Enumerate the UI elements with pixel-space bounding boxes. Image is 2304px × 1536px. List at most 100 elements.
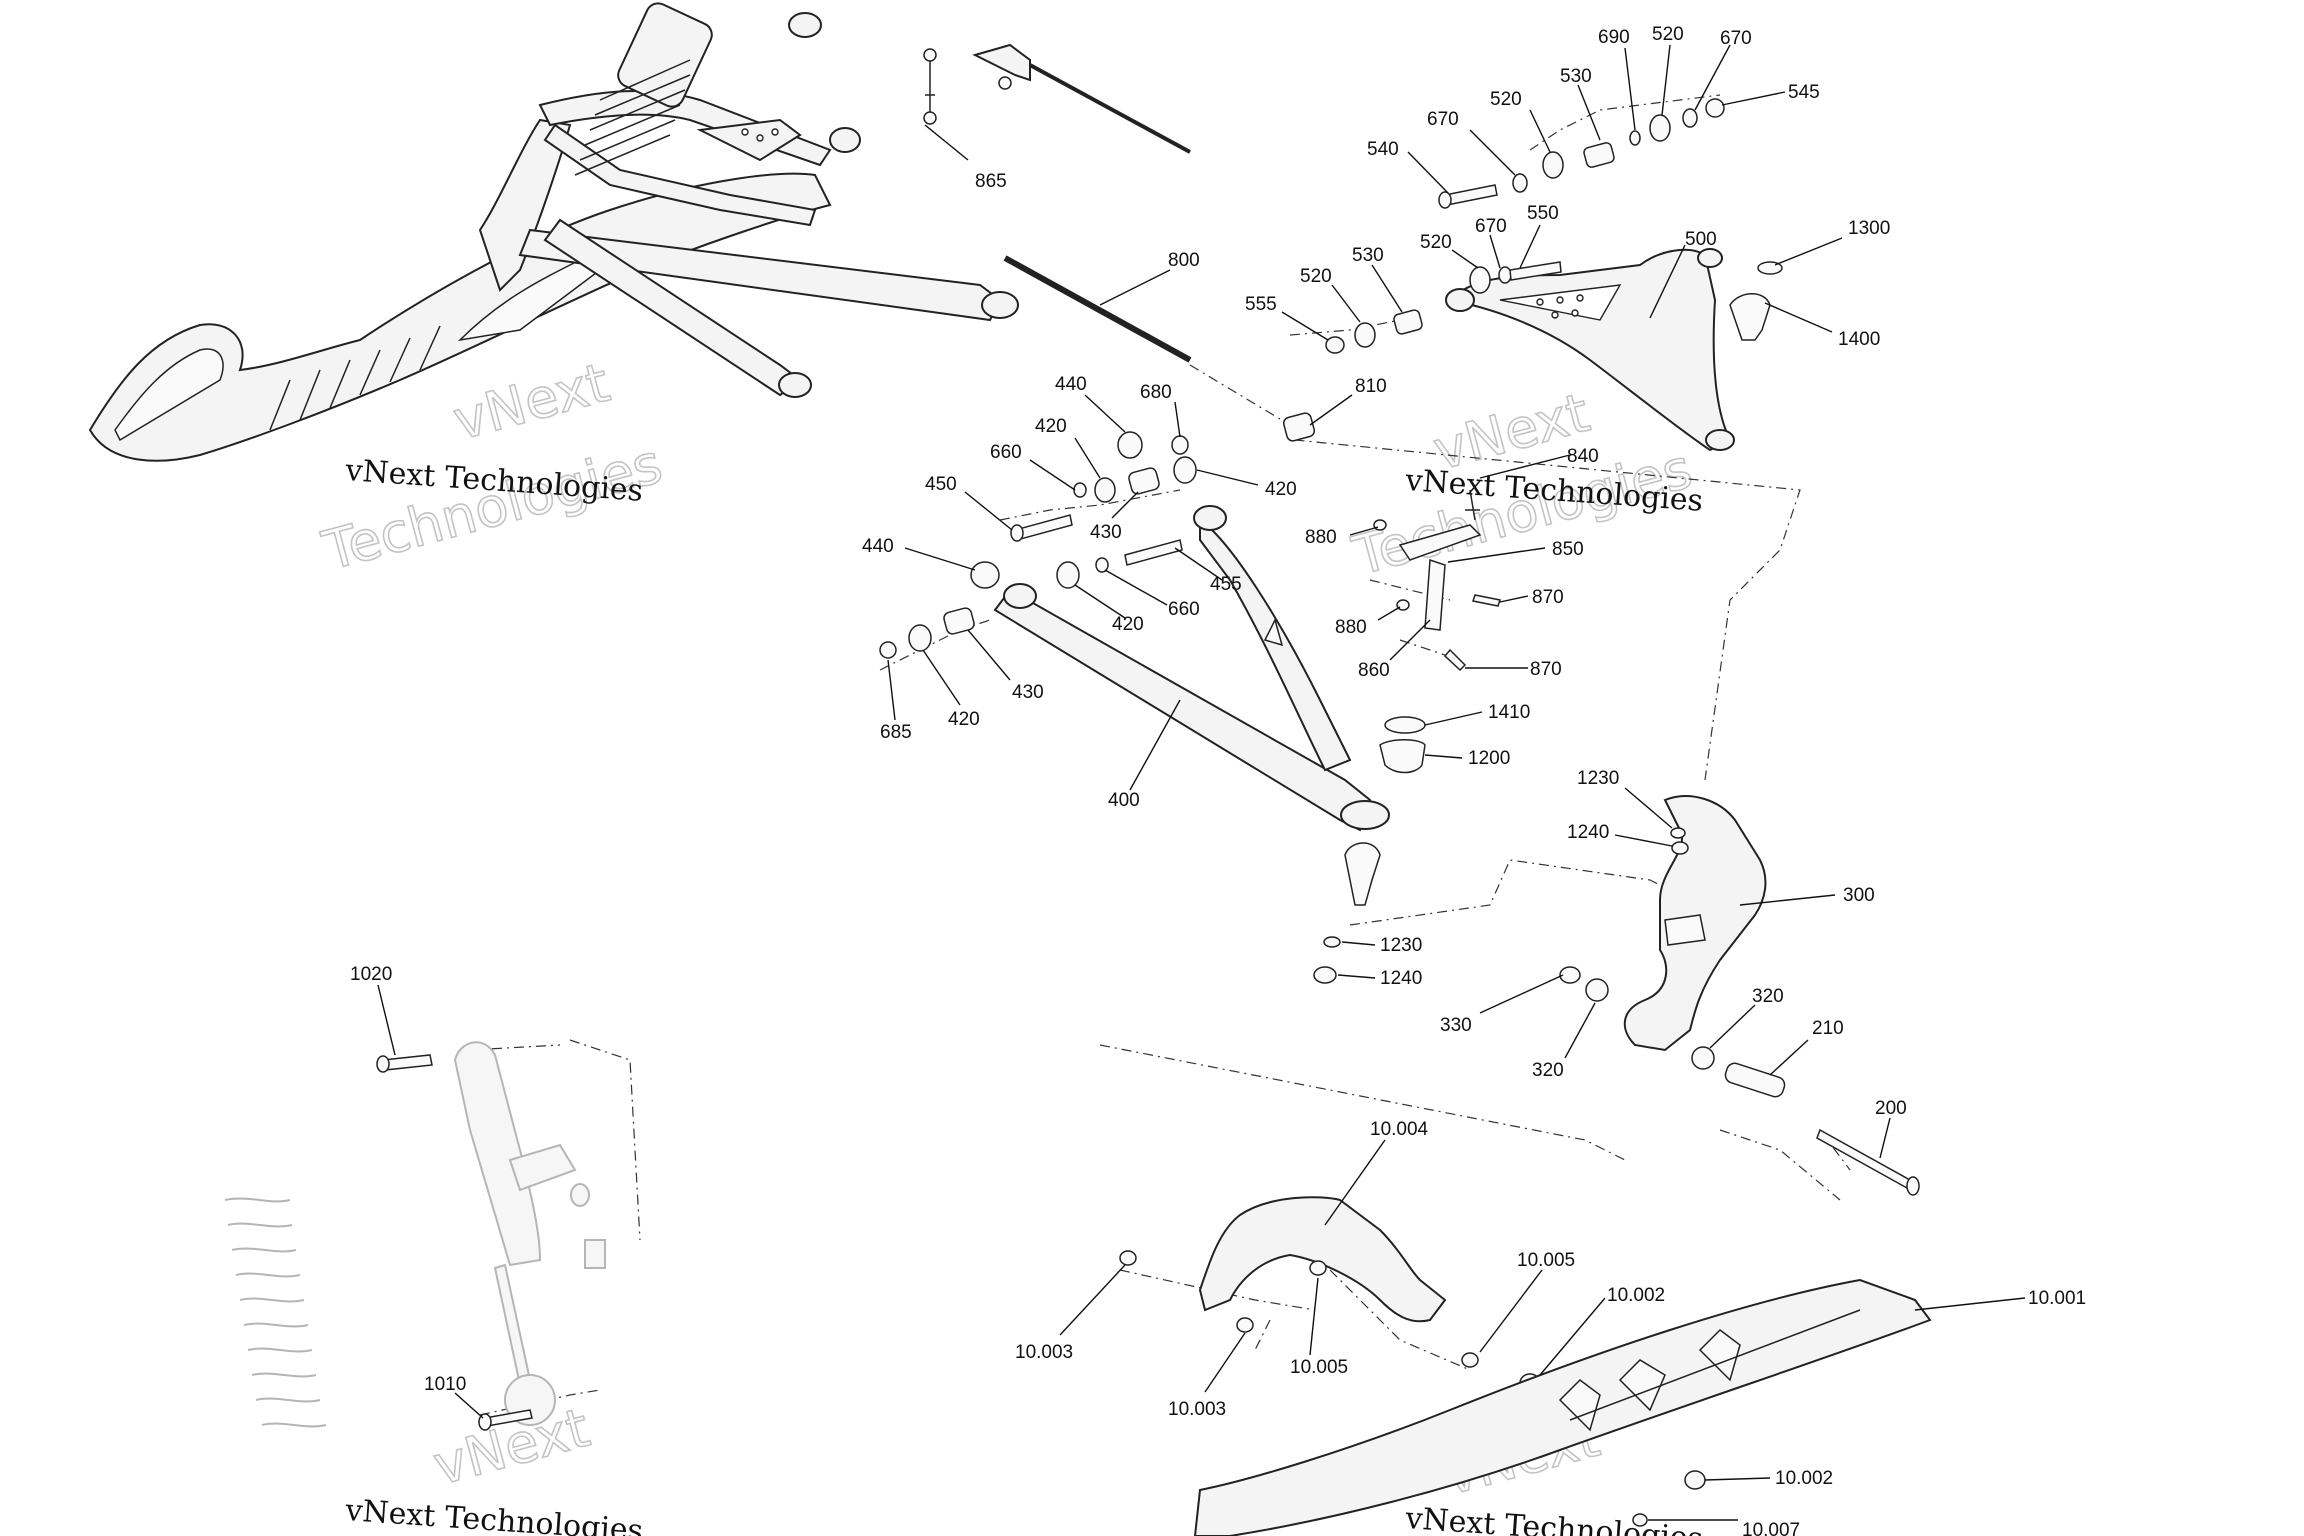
label-530a: 530 [1560,66,1592,87]
sleeve-430-bottom [943,607,975,635]
bracket-840 [1398,524,1482,561]
nut-880-top [1373,519,1387,531]
leader-865 [924,124,969,161]
coil-spring-ghost [224,1197,327,1428]
label-430b: 430 [1012,682,1044,703]
assembled-ski-ribs [269,325,441,431]
label-545: 545 [1788,82,1820,103]
bushing-420-mid [1056,561,1080,589]
bushing-10-002-b [1684,1470,1706,1490]
dash-shock-path [569,1039,641,1241]
clip-1410 [1384,716,1426,734]
leader-500 [1649,244,1686,319]
dash-10003b-path [1254,1319,1271,1351]
label-1020: 1020 [350,964,392,985]
bolt-200 [1816,1128,1911,1190]
bolt-550 [1509,261,1562,281]
label-430a: 430 [1090,522,1122,543]
leader-320b [1709,1004,1756,1049]
sleeve-430-top [1128,467,1160,495]
label-880b: 880 [1335,617,1367,638]
bushing-520-bottom-a [1354,322,1376,348]
upper-arm-rear-eye [1697,248,1723,268]
label-1230a: 1230 [1577,768,1619,789]
assembled-shock-top-mount [788,12,822,38]
bracket-840-stud [1465,489,1480,521]
leader-860 [1389,619,1431,661]
label-450: 450 [925,474,957,495]
assembled-lower-bushing-2 [778,372,812,398]
bolt-1020 [382,1054,433,1071]
leader-1010 [454,1392,484,1419]
leader-810 [1309,394,1353,426]
bolt-450-head [1010,524,1024,542]
label-10004: 10.004 [1370,1119,1429,1140]
watermark-outline-group: vNext Technologies vNext Technologies vN… [315,350,1699,1508]
leader-10002b [1704,1477,1771,1481]
label-520c: 520 [1420,232,1452,253]
leader-670c [1489,234,1501,269]
shock-rod-ghost [493,1263,532,1387]
lower-arm-group [879,431,1426,984]
leader-800 [1099,269,1171,306]
label-660b: 660 [1168,599,1200,620]
leader-690 [1624,47,1636,131]
label-500: 500 [1685,229,1717,250]
label-680: 680 [1140,382,1172,403]
leader-10003a [1059,1264,1126,1336]
ski-10-001-ribs [1558,1329,1741,1432]
ring-690 [1629,130,1641,146]
assembled-ski-tip [114,348,224,442]
label-540: 540 [1367,139,1399,160]
leader-200 [1879,1117,1891,1159]
nut-555 [1325,336,1345,354]
shock-body-ghost [453,1041,542,1267]
label-520d: 520 [1300,266,1332,287]
sway-arm-nut [998,76,1012,90]
bolt-200-head [1906,1176,1920,1196]
leader-400 [1129,699,1181,791]
label-10003b: 10.003 [1168,1399,1226,1420]
clip-1230-bottom [1323,936,1341,948]
leader-10005a [1479,1269,1543,1353]
label-850: 850 [1552,539,1584,560]
label-10007: 10.007 [1742,1520,1800,1536]
bolt-10-003-a [1119,1250,1137,1266]
lower-arm-front-eye [1003,583,1037,609]
leader-1020 [377,984,396,1056]
nut-10-005-a [1309,1260,1327,1276]
shock-reservoir-ghost [508,1143,577,1192]
label-520b: 520 [1490,89,1522,110]
sway-arm-rod [1029,63,1191,154]
label-10002b: 10.002 [1775,1468,1833,1489]
leader-545 [1721,91,1786,106]
assembled-plate-hole-2 [756,134,764,142]
leader-1240b [1337,974,1376,979]
lower-arm-tab [1263,617,1284,647]
leader-840 [1479,454,1571,479]
watermark-bottom-right: vNext Technologies [1403,1501,1704,1536]
assembled-suspension-drawing: vNext Technologies [88,2,1019,509]
leader-420c [1074,584,1126,619]
nut-545 [1705,98,1725,118]
lower-arm-ball-mount [1340,800,1390,830]
dash-320-path [1719,1129,1841,1201]
label-865: 865 [975,171,1007,192]
lower-arm-400-rear [1199,518,1352,772]
sleeve-530-bottom [1393,309,1423,335]
leader-10001 [1914,1297,2026,1311]
bolt-1020-head [376,1055,390,1073]
leader-1240a [1614,834,1673,847]
leader-1230b [1341,941,1376,946]
ball-joint-1400 [1729,293,1771,341]
leader-880a [1349,526,1379,536]
label-1200: 1200 [1468,748,1510,769]
spindle-300-rib [1664,914,1706,946]
leader-210 [1769,1039,1809,1076]
leader-455 [1174,547,1223,581]
nut-1240-bottom [1313,966,1337,984]
assembled-plate-hole-3 [771,128,779,136]
label-800: 800 [1168,250,1200,271]
upper-arm-ball-mount [1705,429,1735,451]
